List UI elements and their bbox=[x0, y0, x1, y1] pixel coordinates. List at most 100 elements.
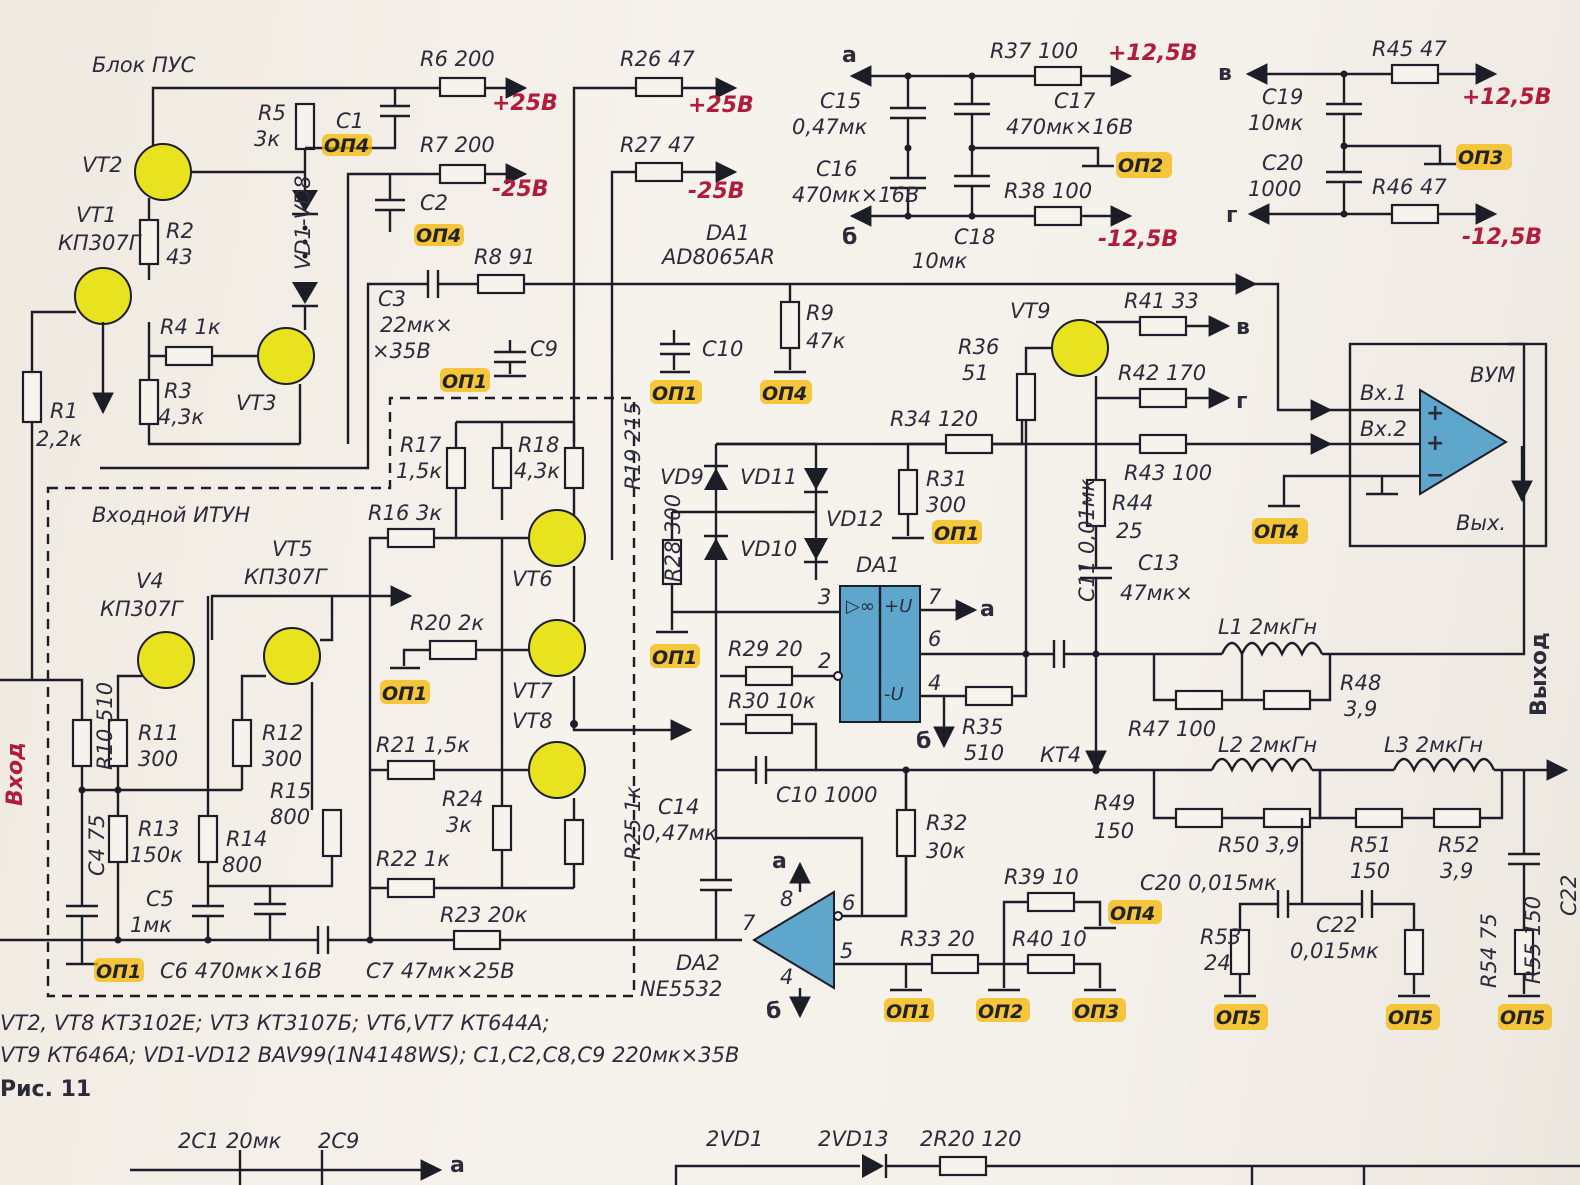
r35-value: 510 bbox=[964, 741, 1004, 765]
r6-label: R6 200 bbox=[420, 47, 495, 71]
vt3-label: VT3 bbox=[236, 391, 277, 415]
resistor-r38 bbox=[1033, 205, 1083, 227]
resistor-r34 bbox=[944, 433, 994, 455]
resistor-r17 bbox=[445, 446, 467, 490]
resistor-r20 bbox=[428, 639, 478, 661]
r15-label: R15 bbox=[270, 779, 311, 803]
node-v-top: в bbox=[1218, 61, 1232, 86]
r52-value: 3,9 bbox=[1440, 859, 1473, 883]
r27-label: R27 47 bbox=[620, 133, 695, 157]
r47-label: R47 100 bbox=[1128, 717, 1216, 741]
c17-label: C18 bbox=[954, 225, 995, 249]
r54-label: R54 75 bbox=[1477, 913, 1501, 988]
rail-p125-b: +12,5В bbox=[1462, 85, 1551, 110]
c18-value: 10мк bbox=[1248, 111, 1304, 135]
c4-label: C4 75 bbox=[85, 815, 109, 876]
vt5-label: VT5 bbox=[272, 537, 313, 561]
r53-value: 24 bbox=[1204, 951, 1231, 975]
resistor-r49 bbox=[1174, 807, 1224, 829]
r2-label: R2 bbox=[166, 219, 194, 243]
c7-label: C7 47мк×25В bbox=[366, 959, 515, 983]
r34-label: R34 120 bbox=[890, 407, 978, 431]
note-line-2: VT9 КТ646А; VD1-VD12 BAV99(1N4148WS); С1… bbox=[0, 1043, 739, 1067]
resistor-2r20 bbox=[938, 1155, 988, 1177]
r16-label: R16 3к bbox=[368, 501, 442, 525]
notes: VT2, VT8 КТ3102Е; VT3 КТ3107Б; VT6,VT7 К… bbox=[0, 1011, 739, 1102]
c3-label: C3 bbox=[378, 287, 406, 311]
resistor-r19 bbox=[563, 446, 585, 490]
vt5-type: КП307Г bbox=[244, 565, 329, 589]
r43-label: R43 100 bbox=[1124, 461, 1212, 485]
input-label-partial: Вход bbox=[3, 742, 28, 806]
resistor-r13 bbox=[107, 814, 129, 864]
r30-label: R30 10к bbox=[728, 689, 816, 713]
r37-label: R37 100 bbox=[990, 39, 1078, 63]
c18-label: C19 bbox=[1262, 85, 1303, 109]
vd12-label: VD12 bbox=[826, 507, 883, 531]
vt1-type: КП307Г bbox=[58, 231, 143, 255]
block-pus: Блок ПУС R6 200 +25В R5 3к C1 ОП4 VD1-VD… bbox=[21, 47, 558, 680]
da2-pin7: 7 bbox=[742, 911, 756, 935]
da1-pin2: 2 bbox=[818, 649, 831, 673]
transistor-v4 bbox=[137, 631, 195, 689]
da2-part: NE5532 bbox=[640, 977, 722, 1001]
resistor-r14 bbox=[197, 814, 219, 864]
bottom-2r20: 2R20 120 bbox=[920, 1127, 1021, 1151]
ground-op2-r40: ОП2 bbox=[978, 1001, 1023, 1023]
r24-value: 3к bbox=[446, 813, 472, 837]
l3-label: L3 2мкГн bbox=[1384, 733, 1483, 757]
c3-value: 22мк× bbox=[380, 313, 453, 337]
da1-area: R28 300 ОП1 VD9 VD11 VD12 VD10 DA1 ▷∞ +U… bbox=[650, 407, 1333, 807]
r9-value: 47к bbox=[806, 329, 846, 353]
vt2-label: VT2 bbox=[82, 153, 123, 177]
resistor-r25 bbox=[563, 818, 585, 866]
da1-pin3: 3 bbox=[818, 585, 831, 609]
resistor-r22 bbox=[386, 877, 436, 899]
c19-value: 1000 bbox=[1248, 177, 1301, 201]
node-b-top: б bbox=[842, 225, 857, 250]
r11-value: 300 bbox=[138, 747, 178, 771]
r42-label: R42 170 bbox=[1118, 361, 1206, 385]
r24-label: R24 bbox=[442, 787, 483, 811]
da2-pin8: 8 bbox=[780, 887, 793, 911]
resistor-r15 bbox=[321, 808, 343, 858]
node-g-vt9: г bbox=[1236, 389, 1248, 414]
c10-label: C10 1000 bbox=[776, 783, 878, 807]
node-g-top: г bbox=[1226, 203, 1238, 228]
r31-label: R31 bbox=[926, 467, 967, 491]
ground-op1-c9: ОП1 bbox=[652, 383, 697, 405]
da2-label: DA2 bbox=[676, 951, 720, 975]
c12-label: C13 bbox=[1138, 551, 1179, 575]
r3-label: R3 bbox=[164, 379, 192, 403]
rail-m25-a: -25В bbox=[492, 177, 549, 202]
r38-label: R38 100 bbox=[1004, 179, 1092, 203]
resistor-r18 bbox=[491, 446, 513, 490]
resistor-r16 bbox=[386, 527, 436, 549]
signal-path-top: C3 22мк× ×35В R8 91 DA1 AD8065AR R9 47к … bbox=[372, 221, 1333, 421]
svg-text:+: + bbox=[1426, 431, 1444, 456]
r18-value: 4,3к bbox=[514, 459, 560, 483]
c19-label: C20 bbox=[1262, 151, 1303, 175]
resistor-r12 bbox=[231, 718, 253, 768]
vd11-label: VD11 bbox=[740, 465, 797, 489]
da1-pin4: 4 bbox=[928, 671, 941, 695]
bottom-2c1: 2С1 20мк bbox=[178, 1129, 282, 1153]
r9-label: R9 bbox=[806, 301, 834, 325]
block-vum: ВУМ Вх.1 Вх.2 Вых. + + − ОП4 bbox=[1252, 342, 1548, 548]
block-itun: Входной ИТУН R17 1,5к R18 4,3к R19 215 R… bbox=[0, 396, 742, 998]
r29-label: R29 20 bbox=[728, 637, 803, 661]
c15-value: 470мк×16В bbox=[792, 183, 919, 207]
r10-label: R10 510 bbox=[93, 682, 117, 770]
resistor-r30 bbox=[744, 713, 794, 735]
ic-da2 bbox=[752, 890, 835, 990]
vt1-label: VT1 bbox=[76, 203, 117, 227]
r20-label: R20 2к bbox=[410, 611, 484, 635]
resistor-r1 bbox=[21, 370, 43, 424]
resistor-r43 bbox=[1138, 433, 1188, 455]
figure-caption: Рис. 11 bbox=[0, 1077, 91, 1102]
resistor-r27 bbox=[634, 161, 684, 183]
r49-value: 150 bbox=[1094, 819, 1134, 843]
ground-op4-r9: ОП4 bbox=[762, 383, 807, 405]
